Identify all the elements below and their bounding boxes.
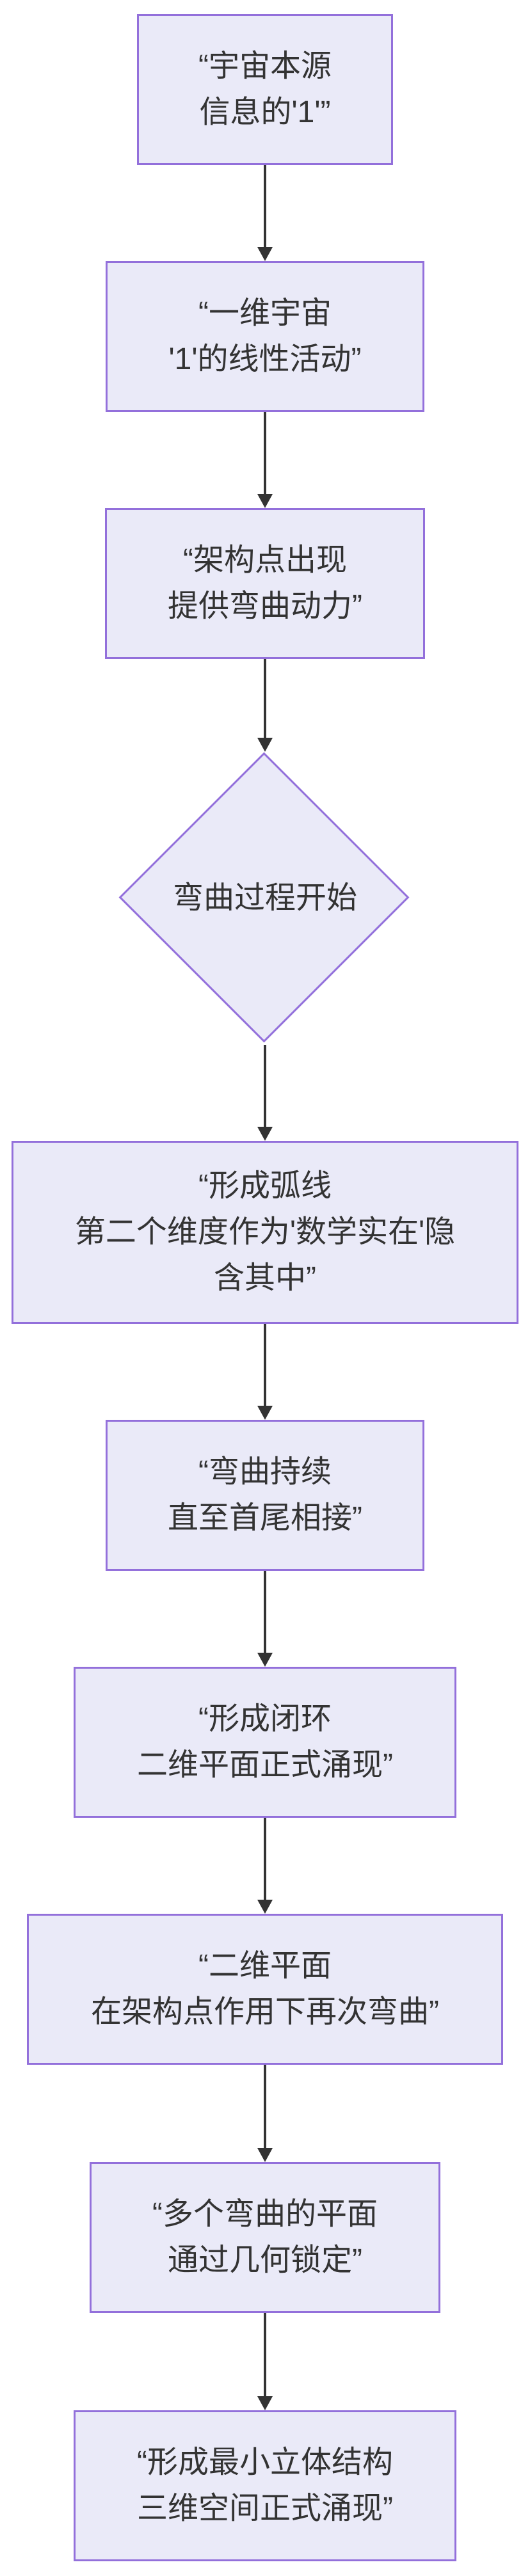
node-8-plane-bends-again: “二维平面 在架构点作用下再次弯曲” — [27, 1914, 503, 2065]
node-9-label: “多个弯曲的平面 通过几何锁定” — [152, 2191, 378, 2284]
node-text-line: “一维宇宙 — [198, 296, 332, 330]
edge-n8-n9-line — [264, 2065, 266, 2148]
node-text-line: 通过几何锁定” — [168, 2243, 362, 2277]
node-text-line: “形成闭环 — [198, 1702, 332, 1736]
node-4-decision-bending-starts: 弯曲过程开始 — [118, 752, 412, 1045]
edge-n9-n10-line — [264, 2313, 266, 2396]
node-text-line: 二维平面正式涌现” — [137, 1748, 393, 1782]
node-text-line: “宇宙本源 — [198, 49, 332, 83]
node-text-line: 三维空间正式涌现” — [137, 2492, 393, 2525]
node-2-label: “一维宇宙 '1'的线性活动” — [168, 290, 361, 383]
node-text-line: 弯曲过程开始 — [172, 881, 357, 915]
node-1-label: “宇宙本源 信息的'1'” — [198, 44, 332, 136]
node-text-line: “二维平面 — [198, 1949, 332, 1983]
node-text-line: “形成弧线 — [198, 1169, 332, 1203]
edge-n9-n10-arrowhead-icon — [257, 2396, 273, 2410]
edge-n2-n3-arrowhead-icon — [257, 494, 273, 508]
edge-n6-n7-arrowhead-icon — [257, 1653, 273, 1667]
node-text-line: 提供弯曲动力” — [168, 589, 362, 623]
node-6-bending-continues: “弯曲持续 直至首尾相接” — [106, 1420, 424, 1571]
node-6-label: “弯曲持续 直至首尾相接” — [168, 1449, 362, 1541]
node-1-cosmic-origin: “宇宙本源 信息的'1'” — [137, 14, 393, 165]
edge-n8-n9-arrowhead-icon — [257, 2148, 273, 2162]
edge-n3-n4-line — [264, 659, 266, 738]
edge-n4-n5-line — [264, 1045, 266, 1127]
node-text-line: '1'的线性活动” — [168, 342, 362, 376]
node-text-line: 在架构点作用下再次弯曲” — [91, 1995, 439, 2029]
edge-n4-n5-arrowhead-icon — [257, 1127, 273, 1141]
node-10-label: “形成最小立体结构 三维空间正式涌现” — [137, 2440, 393, 2532]
node-text-line: 信息的'1'” — [199, 95, 331, 129]
edge-n7-n8-arrowhead-icon — [257, 1900, 273, 1914]
node-7-label: “形成闭环 二维平面正式涌现” — [137, 1696, 393, 1788]
edge-n5-n6-line — [264, 1324, 266, 1406]
node-text-line: “形成最小立体结构 — [137, 2445, 393, 2479]
edge-n2-n3-line — [264, 412, 266, 494]
node-text-line: 含其中” — [214, 1261, 316, 1295]
node-3-framework-point: “架构点出现 提供弯曲动力” — [105, 508, 425, 659]
node-text-line: “架构点出现 — [183, 543, 347, 577]
edge-n6-n7-line — [264, 1571, 266, 1653]
node-3-label: “架构点出现 提供弯曲动力” — [168, 537, 362, 630]
node-10-three-d-emerges: “形成最小立体结构 三维空间正式涌现” — [74, 2410, 456, 2561]
node-2-one-dimension: “一维宇宙 '1'的线性活动” — [106, 261, 424, 412]
node-text-line: 直至首尾相接” — [168, 1501, 362, 1535]
edge-n3-n4-arrowhead-icon — [257, 738, 273, 752]
node-text-line: 第二个维度作为'数学实在'隐 — [74, 1215, 456, 1249]
edge-n5-n6-arrowhead-icon — [257, 1406, 273, 1420]
node-5-label: “形成弧线 第二个维度作为'数学实在'隐 含其中” — [75, 1163, 455, 1301]
edge-n7-n8-line — [264, 1818, 266, 1900]
node-5-arc-forms: “形成弧线 第二个维度作为'数学实在'隐 含其中” — [12, 1141, 518, 1324]
edge-n1-n2-arrowhead-icon — [257, 247, 273, 261]
node-4-label: 弯曲过程开始 — [173, 875, 357, 921]
node-text-line: “弯曲持续 — [198, 1455, 332, 1489]
edge-n1-n2-line — [264, 165, 266, 247]
node-9-geometric-locking: “多个弯曲的平面 通过几何锁定” — [90, 2162, 440, 2313]
node-8-label: “二维平面 在架构点作用下再次弯曲” — [91, 1943, 439, 2035]
node-text-line: “多个弯曲的平面 — [152, 2197, 378, 2231]
node-7-closed-loop: “形成闭环 二维平面正式涌现” — [74, 1667, 456, 1818]
